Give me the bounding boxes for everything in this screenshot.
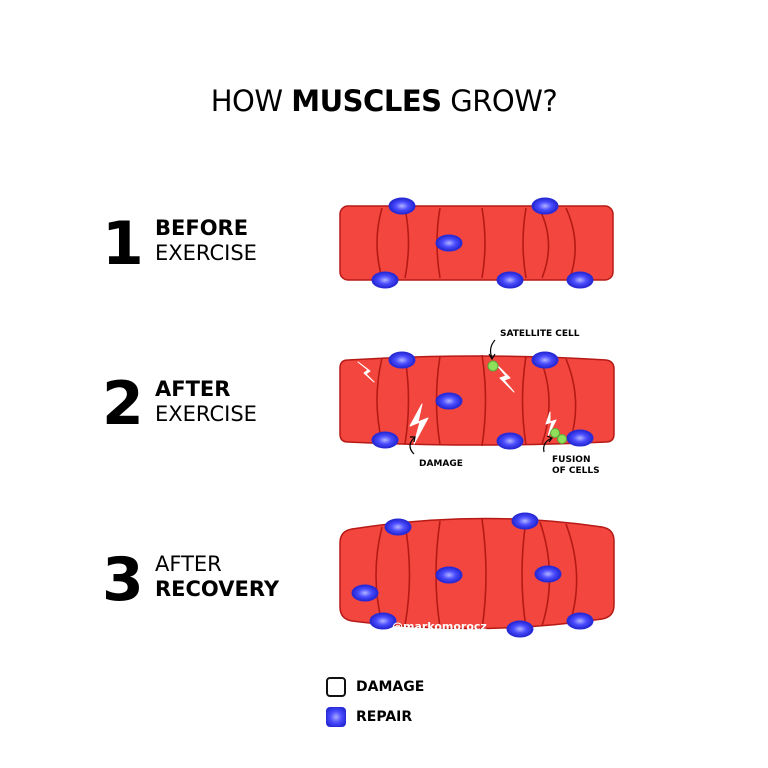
nucleus: [566, 429, 594, 447]
nucleus: [496, 432, 524, 450]
damage-arrow: [409, 437, 415, 455]
legend-label-damage: DAMAGE: [356, 679, 425, 695]
step-3-number: 3: [102, 545, 144, 615]
satellite-cell: [557, 434, 567, 444]
step-1-label-line2: EXERCISE: [155, 241, 257, 265]
title-part-muscles: MUSCLES: [291, 84, 442, 118]
arrow-head: [488, 353, 496, 361]
nucleus: [531, 197, 559, 215]
annotation-satellite-cell: SATELLITE CELL: [500, 329, 580, 339]
damage-crack: [495, 363, 515, 393]
legend-item-repair: REPAIR: [326, 707, 412, 727]
annotation-fusion: FUSION OF CELLS: [552, 455, 600, 477]
nucleus: [435, 234, 463, 252]
nuclei: [371, 197, 594, 289]
diagram-title: HOW MUSCLES GROW?: [0, 84, 768, 118]
nucleus: [371, 431, 399, 449]
step-3-label: AFTER RECOVERY: [155, 552, 279, 602]
title-part-grow: GROW?: [450, 84, 558, 118]
muscle-fiber-after-exercise: [339, 339, 615, 455]
step-2-label-line1: AFTER: [155, 377, 231, 401]
arrow-head: [546, 435, 553, 443]
nucleus: [435, 392, 463, 410]
arrow-head: [410, 436, 416, 443]
nucleus: [511, 512, 539, 530]
step-2-label-line2: EXERCISE: [155, 402, 257, 426]
step-3-label-line2: RECOVERY: [155, 577, 280, 601]
damage-cracks: [357, 361, 557, 445]
step-1-label: BEFORE EXERCISE: [155, 216, 257, 266]
nucleus: [506, 620, 534, 638]
nucleus: [435, 566, 463, 584]
step-1-number: 1: [102, 209, 144, 279]
muscle-fiber-after-recovery: [339, 512, 615, 638]
nucleus: [351, 584, 379, 602]
satellite-cell: [550, 428, 560, 438]
nucleus: [534, 565, 562, 583]
nucleus: [496, 271, 524, 289]
nucleus: [371, 271, 399, 289]
nucleus: [566, 271, 594, 289]
muscle-fiber-before-exercise: [339, 197, 614, 289]
fusion-arrow: [543, 437, 553, 453]
nucleus: [566, 612, 594, 630]
annotation-fusion-line1: FUSION: [552, 455, 591, 465]
step-2-number: 2: [102, 369, 144, 439]
annotation-fusion-line2: OF CELLS: [552, 466, 600, 476]
nucleus: [531, 351, 559, 369]
annotation-damage: DAMAGE: [419, 459, 463, 469]
nucleus: [388, 351, 416, 369]
damage-swatch-icon: [326, 677, 346, 697]
nucleus: [384, 518, 412, 536]
satellite-cells: [487, 360, 567, 444]
nuclei: [351, 512, 594, 638]
damage-crack: [357, 361, 375, 383]
satellite-cell-arrow: [489, 339, 496, 359]
nuclei: [371, 351, 594, 450]
damage-crack: [409, 403, 429, 445]
step-2-label: AFTER EXERCISE: [155, 377, 257, 427]
annotation-arrows: [409, 339, 553, 455]
legend-label-repair: REPAIR: [356, 709, 413, 725]
step-3-label-line1: AFTER: [155, 552, 222, 576]
satellite-cell: [487, 360, 499, 372]
title-part-how: HOW: [210, 84, 283, 118]
step-1-label-line1: BEFORE: [155, 216, 249, 240]
nucleus: [369, 612, 397, 630]
legend-item-damage: DAMAGE: [326, 677, 424, 697]
repair-swatch-icon: [326, 707, 346, 727]
nucleus: [388, 197, 416, 215]
watermark: @markomorocz: [392, 620, 487, 633]
